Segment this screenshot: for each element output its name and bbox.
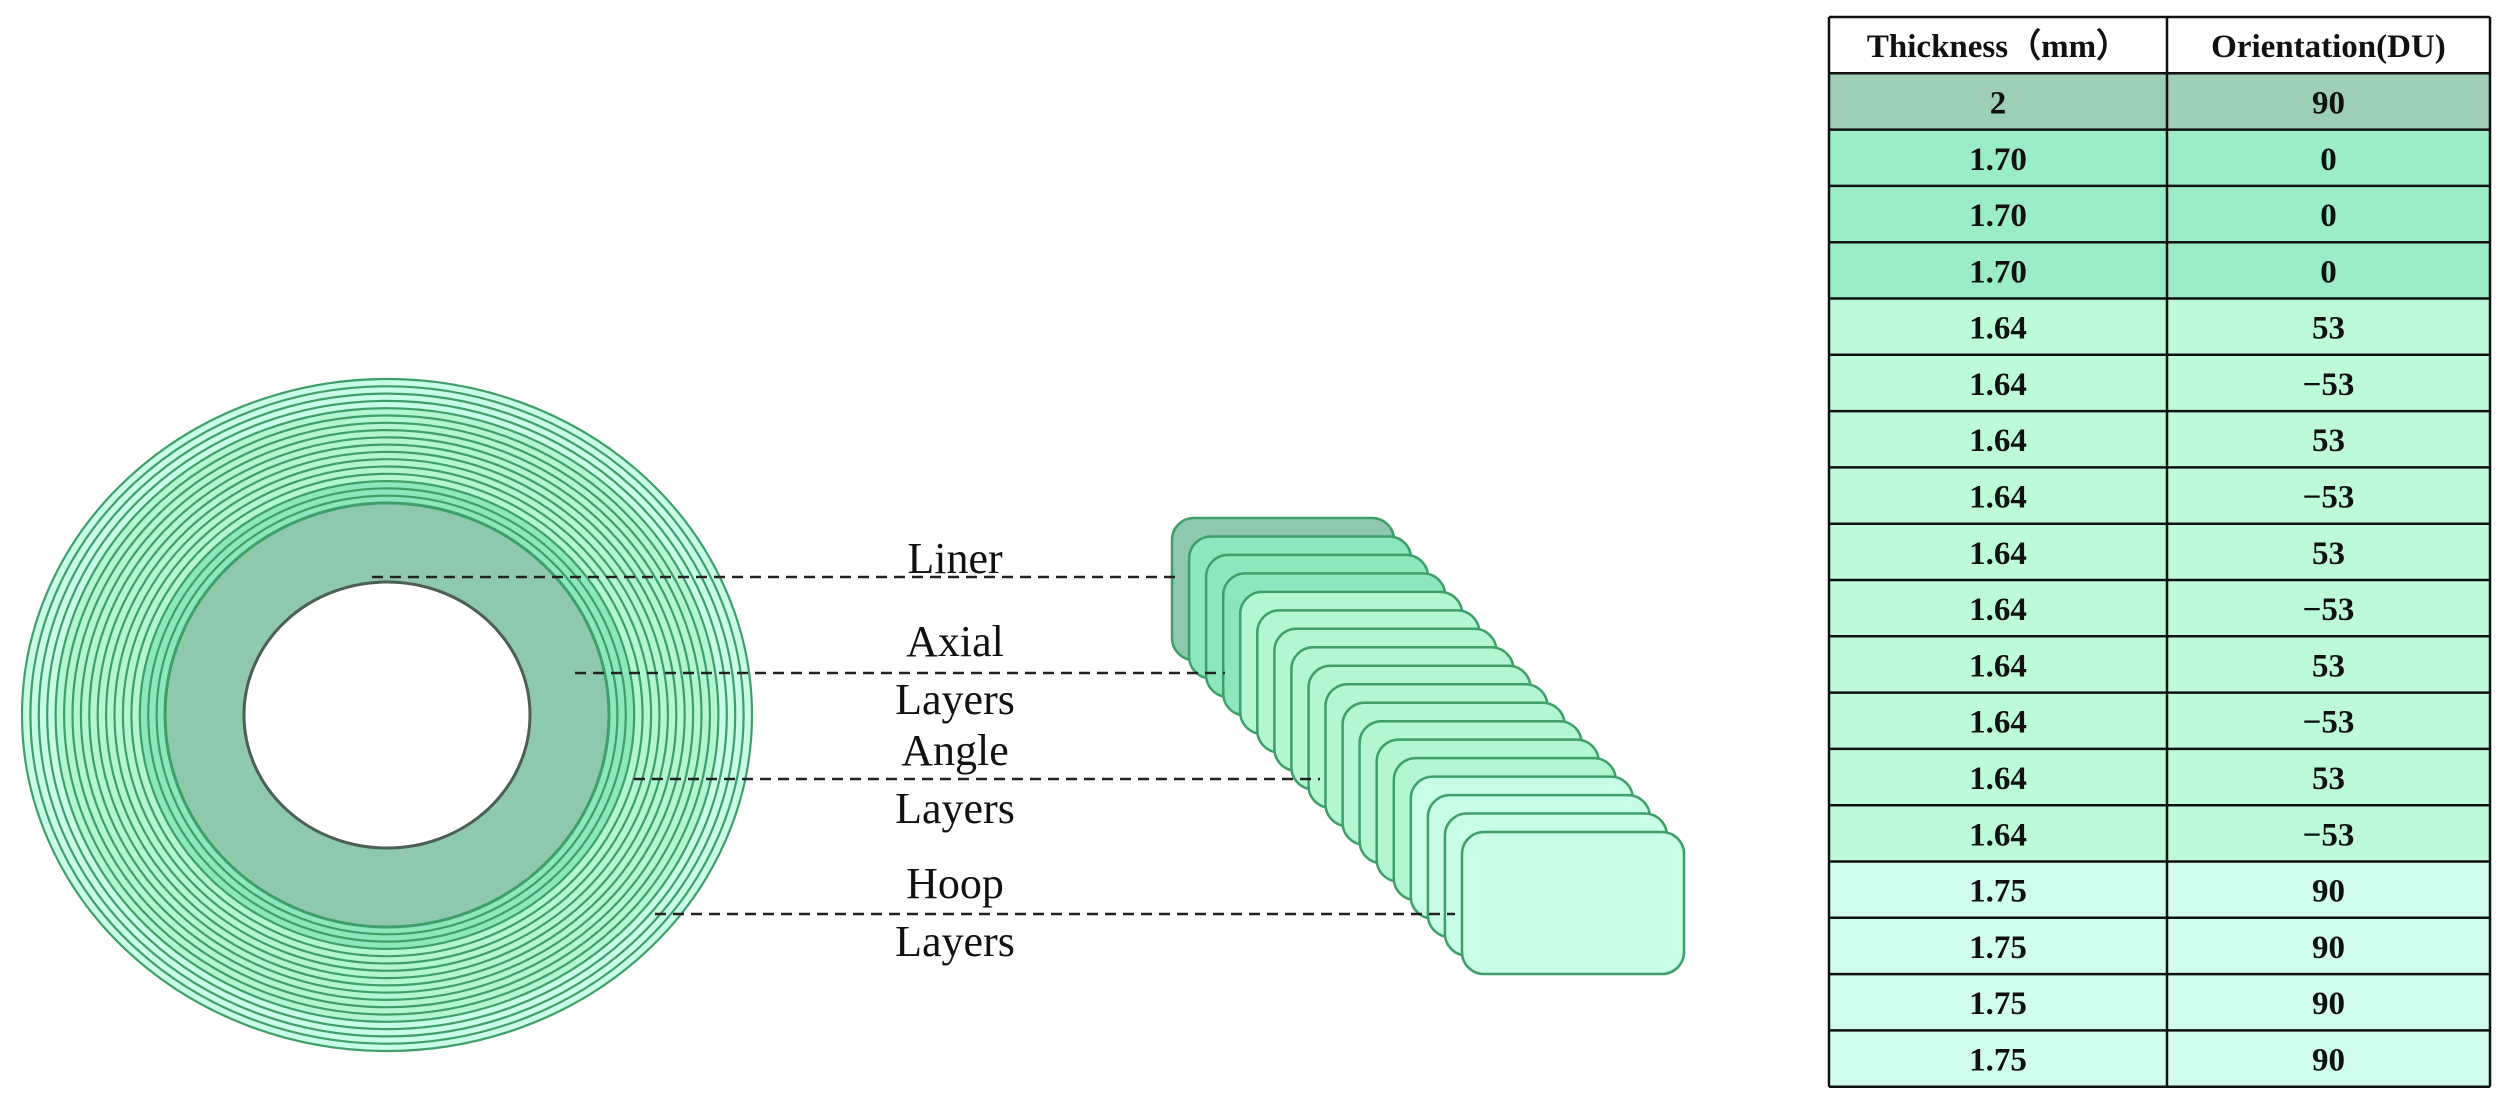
table-row	[1829, 805, 2490, 862]
cell-thickness: 1.75	[1969, 986, 2027, 1022]
cell-orientation: −53	[2303, 705, 2355, 741]
label-hoop-line1: Hoop	[906, 859, 1004, 908]
table-row	[1829, 467, 2490, 524]
cell-orientation: 90	[2312, 930, 2345, 966]
cell-orientation: 90	[2312, 874, 2345, 910]
cell-orientation: 53	[2312, 423, 2345, 459]
cell-thickness: 1.70	[1969, 142, 2027, 178]
table-row	[1829, 298, 2490, 355]
cell-thickness: 1.70	[1969, 198, 2027, 234]
cell-thickness: 1.75	[1969, 1043, 2027, 1079]
layup-table: Thickness（mm） Orientation(DU) 2 90 1.70 0 1.70…	[1827, 15, 2492, 1088]
label-angle-line1: Angle	[901, 726, 1009, 775]
cross-section-rings	[20, 377, 754, 1053]
table-row	[1829, 917, 2490, 975]
table-row	[1829, 692, 2490, 749]
cell-thickness: 1.64	[1969, 367, 2027, 403]
cell-thickness: 1.64	[1969, 536, 2027, 572]
table-row	[1829, 1030, 2490, 1087]
ply-tile-18	[1460, 830, 1686, 976]
label-liner: Liner	[907, 534, 1003, 583]
leader-lines	[372, 575, 1455, 916]
table-header-row	[1829, 17, 2490, 74]
cell-thickness: 1.70	[1969, 254, 2027, 290]
cell-orientation: 0	[2320, 142, 2337, 178]
cell-thickness: 2	[1990, 85, 2007, 121]
cell-thickness: 1.64	[1969, 592, 2027, 628]
cell-orientation: −53	[2303, 817, 2355, 853]
cell-thickness: 1.64	[1969, 480, 2027, 516]
cell-orientation: −53	[2303, 592, 2355, 628]
table-row	[1829, 242, 2490, 299]
header-thickness: Thickness（mm）	[1867, 28, 2129, 65]
label-hoop-line2: Layers	[895, 917, 1015, 966]
ply-stack	[1170, 516, 1686, 976]
header-orientation: Orientation(DU)	[2211, 29, 2446, 65]
label-angle-line2: Layers	[895, 784, 1015, 833]
cell-orientation: 0	[2320, 254, 2337, 290]
cell-orientation: 53	[2312, 648, 2345, 684]
cell-orientation: 53	[2312, 311, 2345, 347]
cell-thickness: 1.64	[1969, 423, 2027, 459]
table-row	[1829, 73, 2490, 130]
cell-thickness: 1.64	[1969, 311, 2027, 347]
cell-orientation: −53	[2303, 480, 2355, 516]
cell-orientation: 90	[2312, 986, 2345, 1022]
table-row	[1829, 974, 2490, 1031]
table-row	[1829, 861, 2490, 918]
table-row	[1829, 354, 2490, 412]
label-axial-line1: Axial	[906, 617, 1004, 666]
cell-thickness: 1.75	[1969, 930, 2027, 966]
cell-orientation: 53	[2312, 761, 2345, 797]
cell-thickness: 1.75	[1969, 874, 2027, 910]
ring-bore	[242, 580, 532, 850]
table-row	[1829, 523, 2490, 580]
table-row	[1829, 185, 2490, 243]
cell-orientation: −53	[2303, 367, 2355, 403]
table-row	[1829, 636, 2490, 693]
cell-orientation: 90	[2312, 85, 2345, 121]
cell-thickness: 1.64	[1969, 817, 2027, 853]
table-row	[1829, 748, 2490, 806]
cell-orientation: 0	[2320, 198, 2337, 234]
table-row	[1829, 411, 2490, 468]
label-axial-line2: Layers	[895, 675, 1015, 724]
table-row	[1829, 129, 2490, 186]
table-row	[1829, 580, 2490, 637]
cell-thickness: 1.64	[1969, 648, 2027, 684]
cell-thickness: 1.64	[1969, 761, 2027, 797]
cell-thickness: 1.64	[1969, 705, 2027, 741]
cell-orientation: 53	[2312, 536, 2345, 572]
cell-orientation: 90	[2312, 1043, 2345, 1079]
